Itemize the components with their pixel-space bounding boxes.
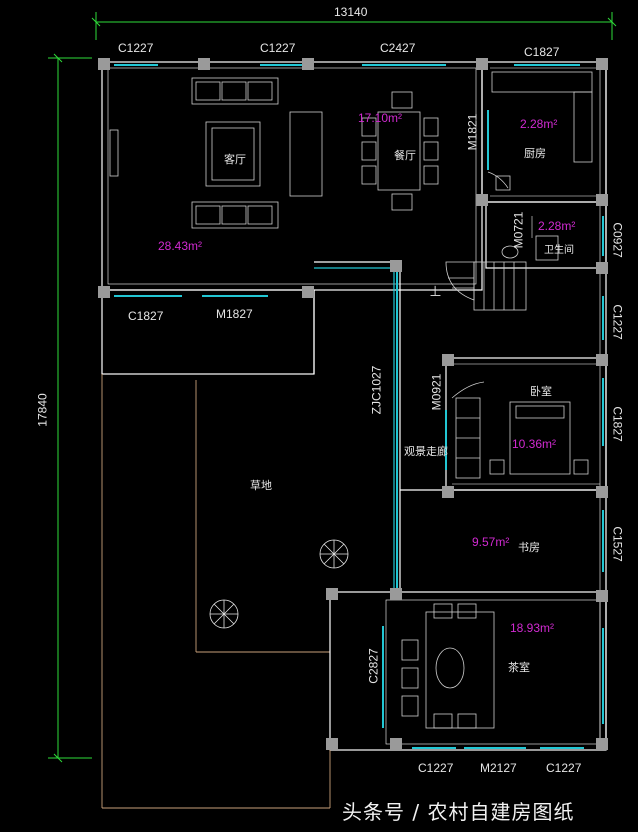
room-name-tearoom: 茶室 xyxy=(508,661,530,674)
label-right-c1227: C1227 xyxy=(610,304,625,340)
label-right-c1827: C1827 xyxy=(610,406,625,442)
room-name-study: 书房 xyxy=(518,541,540,554)
room-name-bedroom: 卧室 xyxy=(530,385,552,398)
label-top-w1: C1227 xyxy=(118,41,154,55)
room-name-kitchen: 厨房 xyxy=(524,147,546,160)
plant-icons xyxy=(209,539,349,629)
windows xyxy=(114,64,604,749)
dimension-height: 17840 xyxy=(35,393,50,427)
area-tearoom: 18.93m² xyxy=(510,621,555,635)
room-name-corridor: 观景走廊 xyxy=(404,445,448,458)
label-right-c1527: C1527 xyxy=(610,526,625,562)
label-zjc1027: ZJC1027 xyxy=(369,365,384,415)
room-name-dining: 餐厅 xyxy=(394,149,416,162)
label-top-w2: C1227 xyxy=(260,41,296,55)
area-kitchen: 2.28m² xyxy=(520,117,558,131)
label-m0921: M0921 xyxy=(429,373,444,411)
area-study: 9.57m² xyxy=(472,535,510,549)
walls xyxy=(101,61,607,809)
label-bot-m2127: M2127 xyxy=(480,761,517,775)
label-c1827-mid: C1827 xyxy=(128,309,164,323)
dimension-width: 13140 xyxy=(334,5,368,19)
room-name-living: 客厅 xyxy=(224,153,246,166)
label-m0721: M0721 xyxy=(511,211,526,249)
label-top-w3: C2427 xyxy=(380,41,416,55)
stair-up-label: 上 xyxy=(430,285,441,298)
furniture xyxy=(109,71,593,729)
area-bedroom: 10.36m² xyxy=(512,437,557,451)
room-name-lawn: 草地 xyxy=(250,479,272,492)
label-bot-c1227a: C1227 xyxy=(418,761,454,775)
door-swings xyxy=(451,171,533,399)
label-bot-c1227b: C1227 xyxy=(546,761,582,775)
area-dining: 17.10m² xyxy=(358,111,403,125)
dimension-lines xyxy=(48,12,617,763)
watermark-text: 头条号 / 农村自建房图纸 xyxy=(342,800,575,824)
area-bathroom: 2.28m² xyxy=(538,219,576,233)
label-top-w4: C1827 xyxy=(524,45,560,59)
label-c0927: C0927 xyxy=(610,222,625,258)
label-c2827: C2827 xyxy=(366,648,381,684)
label-m1821: M1821 xyxy=(465,113,480,151)
room-name-bathroom: 卫生间 xyxy=(544,245,574,256)
label-m1827: M1827 xyxy=(216,307,253,321)
area-living: 28.43m² xyxy=(158,239,203,253)
pillars xyxy=(98,58,608,750)
